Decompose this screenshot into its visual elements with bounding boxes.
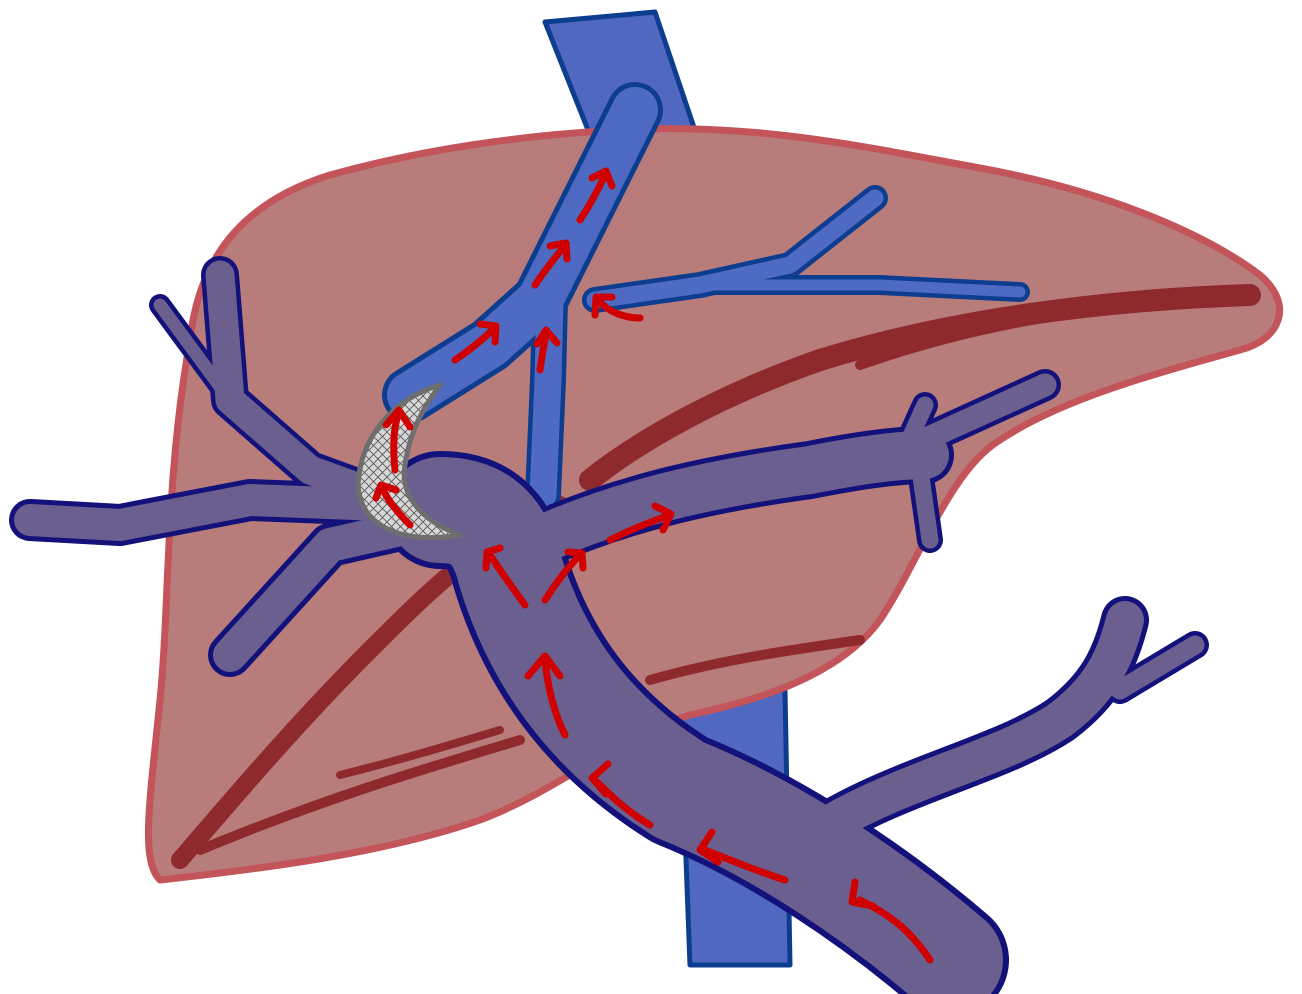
liver-shunt-diagram xyxy=(0,0,1302,994)
tips-illustration xyxy=(0,0,1302,994)
